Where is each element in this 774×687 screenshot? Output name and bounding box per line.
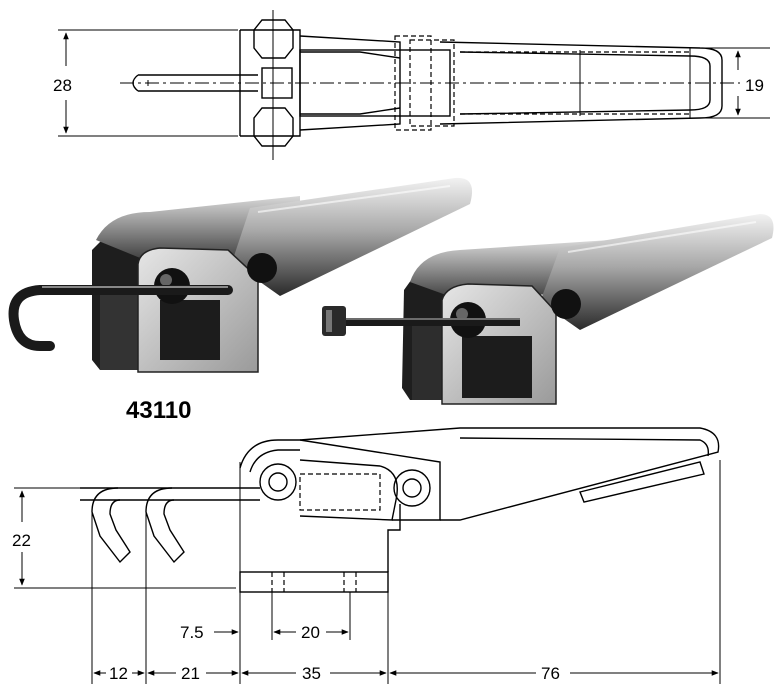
side-view: 22 7.5 20 12 21 35 76 [12,427,721,684]
dim-hole-offset: 7.5 [180,623,204,642]
dim-base-length: 35 [302,664,321,683]
dim-handle-length: 76 [541,664,560,683]
latch-photo-hook [8,177,473,373]
dim-hole-spacing: 20 [301,623,320,642]
dim-top-height: 28 [53,76,72,95]
top-view: 28 19 [53,10,770,160]
dim-top-width: 19 [745,76,764,95]
dim-hook-travel: 12 [109,664,128,683]
dim-hook-gap: 21 [181,664,200,683]
dim-side-height: 22 [12,531,31,550]
part-number-label: 43110 [126,397,191,424]
latch-photo-bolt [322,214,774,405]
